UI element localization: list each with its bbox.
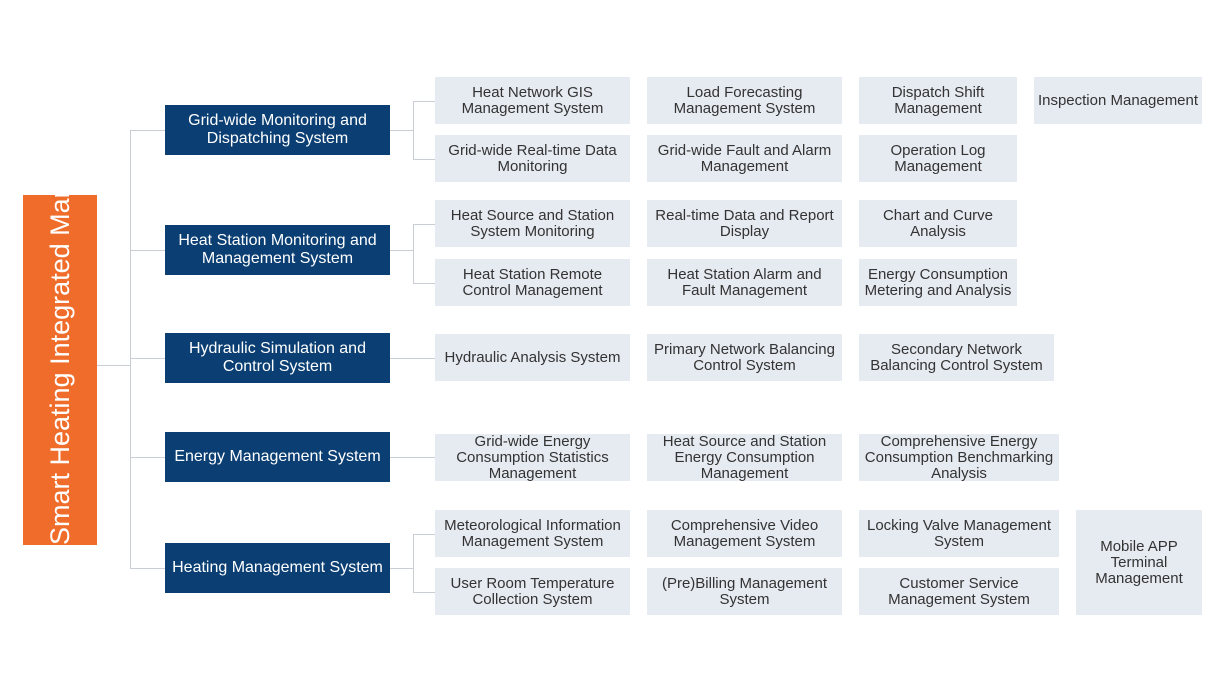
branch-connector bbox=[390, 130, 413, 131]
subsystem-box: Grid-wide Real-time Data Monitoring bbox=[435, 135, 630, 182]
subsystem-box: Heat Source and Station Energy Consumpti… bbox=[647, 433, 842, 481]
branch-connector bbox=[390, 568, 413, 569]
category-box: Heat Station Monitoring and Management S… bbox=[165, 225, 390, 275]
category-connector bbox=[130, 568, 165, 569]
subsystem-box: Meteorological Information Management Sy… bbox=[435, 510, 630, 557]
subsystem-box: Heat Station Alarm and Fault Management bbox=[647, 259, 842, 306]
subsystem-box: Heat Station Remote Control Management bbox=[435, 259, 630, 306]
category-box: Energy Management System bbox=[165, 432, 390, 482]
category-box: Heating Management System bbox=[165, 543, 390, 593]
branch-connector bbox=[390, 250, 413, 251]
row-connector bbox=[413, 591, 435, 593]
category-box: Hydraulic Simulation and Control System bbox=[165, 333, 390, 383]
subsystem-box: Comprehensive Energy Consumption Benchma… bbox=[859, 433, 1059, 481]
subsystem-box: Secondary Network Balancing Control Syst… bbox=[859, 334, 1054, 381]
branch-connector bbox=[390, 358, 435, 359]
platform-root-box: Smart Heating Integrated Management Plat… bbox=[23, 0, 97, 545]
row-connector bbox=[413, 282, 435, 284]
subsystem-box: Chart and Curve Analysis bbox=[859, 200, 1017, 247]
subsystem-box: Grid-wide Fault and Alarm Management bbox=[647, 135, 842, 182]
subsystem-box: Locking Valve Management System bbox=[859, 510, 1059, 557]
category-connector bbox=[130, 130, 165, 131]
branch-line bbox=[413, 223, 414, 284]
branch-line bbox=[413, 100, 414, 160]
subsystem-box: Hydraulic Analysis System bbox=[435, 334, 630, 381]
subsystem-box: Heat Network GIS Management System bbox=[435, 77, 630, 124]
subsystem-box: Dispatch Shift Management bbox=[859, 77, 1017, 124]
subsystem-box: Operation Log Management bbox=[859, 135, 1017, 182]
subsystem-box: Load Forecasting Management System bbox=[647, 77, 842, 124]
row-connector bbox=[413, 158, 435, 160]
branch-line bbox=[413, 533, 414, 593]
subsystem-box: Real-time Data and Report Display bbox=[647, 200, 842, 247]
subsystem-box: Comprehensive Video Management System bbox=[647, 510, 842, 557]
category-connector bbox=[130, 457, 165, 458]
row-connector bbox=[413, 100, 435, 102]
subsystem-box: Customer Service Management System bbox=[859, 568, 1059, 615]
subsystem-box: (Pre)Billing Management System bbox=[647, 568, 842, 615]
root-connector bbox=[97, 365, 130, 366]
branch-connector bbox=[390, 457, 435, 458]
trunk-line bbox=[130, 130, 131, 569]
platform-root-label: Smart Heating Integrated Management Plat… bbox=[45, 0, 75, 545]
category-box: Grid-wide Monitoring and Dispatching Sys… bbox=[165, 105, 390, 155]
subsystem-box: Energy Consumption Metering and Analysis bbox=[859, 259, 1017, 306]
side-subsystem-box: Mobile APP Terminal Management bbox=[1076, 510, 1202, 615]
subsystem-box: Inspection Management bbox=[1034, 77, 1202, 124]
subsystem-box: Primary Network Balancing Control System bbox=[647, 334, 842, 381]
category-connector bbox=[130, 358, 165, 359]
subsystem-box: Grid-wide Energy Consumption Statistics … bbox=[435, 433, 630, 481]
subsystem-box: User Room Temperature Collection System bbox=[435, 568, 630, 615]
row-connector bbox=[413, 223, 435, 225]
row-connector bbox=[413, 533, 435, 535]
category-connector bbox=[130, 250, 165, 251]
subsystem-box: Heat Source and Station System Monitorin… bbox=[435, 200, 630, 247]
